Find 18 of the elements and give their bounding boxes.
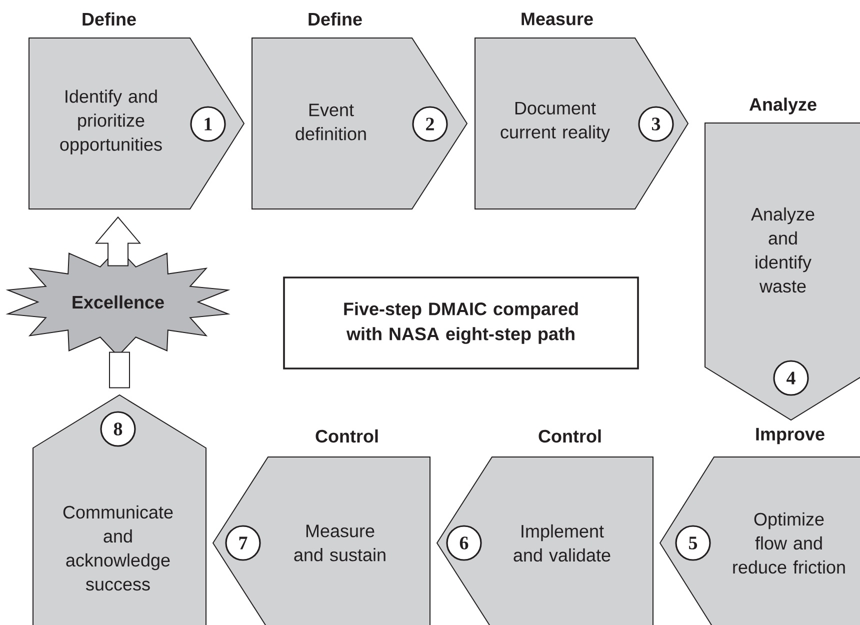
- step-number: 2: [412, 106, 448, 142]
- stage-heading: Define: [308, 12, 362, 26]
- step-number: 4: [773, 360, 809, 396]
- arrow-shaft: [109, 352, 130, 388]
- step-number: 8: [100, 411, 136, 447]
- step-number: 1: [190, 106, 226, 142]
- stage-heading: Measure: [522, 12, 593, 26]
- stage-heading: Define: [82, 12, 136, 26]
- stage-heading: Control: [538, 429, 601, 443]
- hollow-arrow: [94, 216, 142, 266]
- step-number: 3: [638, 106, 674, 142]
- title-box: Five-step DMAIC compared with NASA eight-step path: [283, 276, 639, 370]
- stage-heading: Analyze: [749, 98, 816, 114]
- step-number: 7: [225, 525, 261, 561]
- stage-heading: Control: [316, 429, 378, 443]
- stage-heading: Improve: [756, 428, 824, 444]
- step-number: 5: [675, 525, 711, 561]
- step-number: 6: [446, 525, 482, 561]
